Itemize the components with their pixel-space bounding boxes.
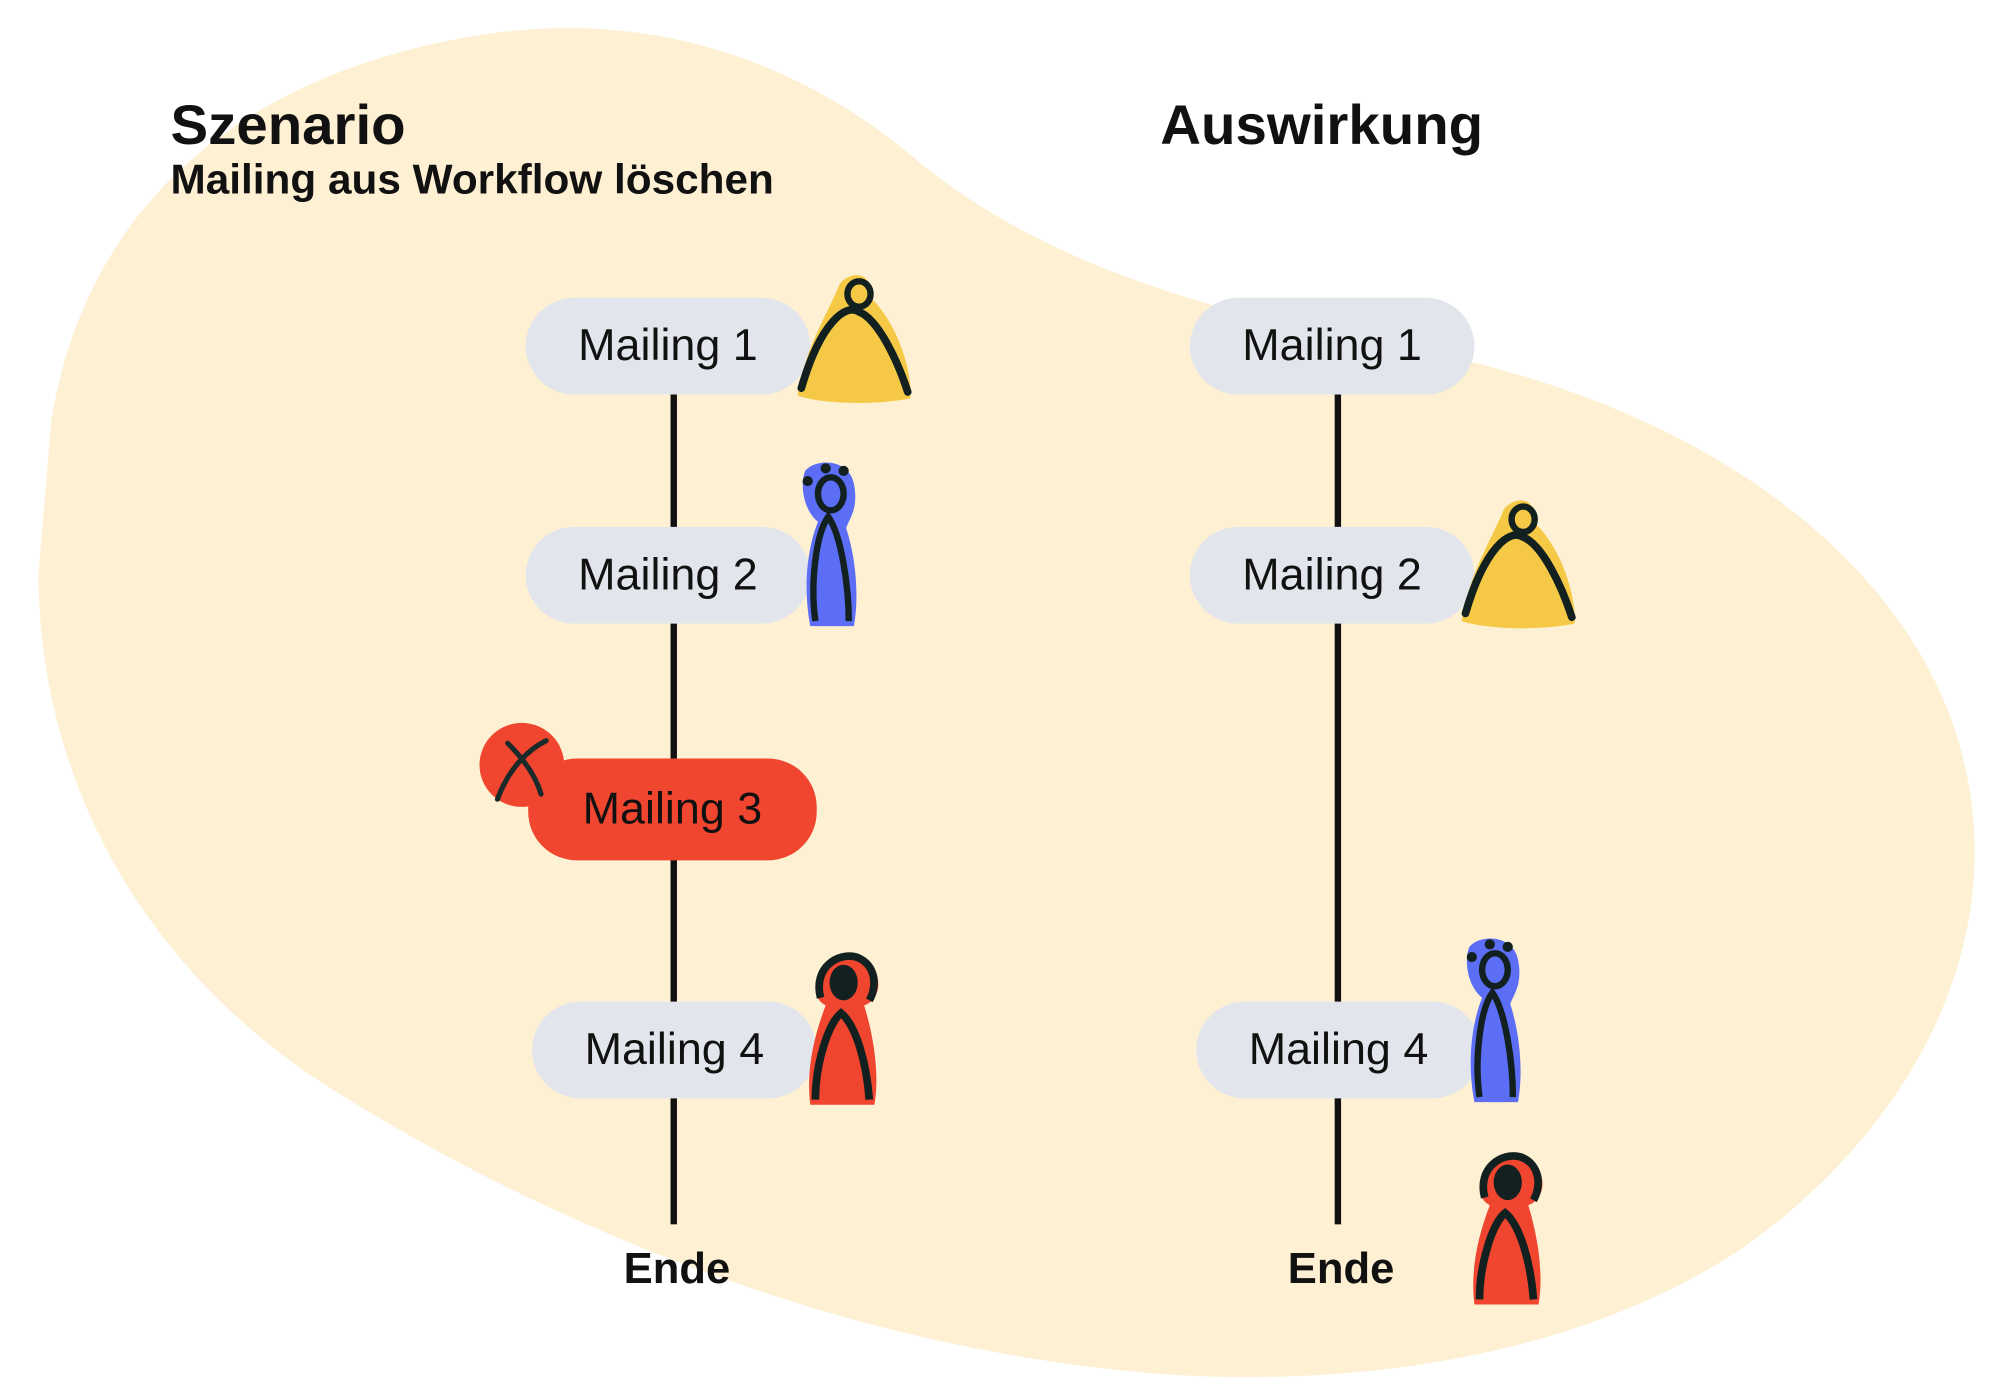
right-mailing-2: Mailing 2 <box>1189 526 1475 624</box>
right-mailing-1: Mailing 1 <box>1189 297 1475 395</box>
blue-person-icon <box>802 462 857 627</box>
left-end-label: Ende <box>623 1244 731 1294</box>
scenario-title: Szenario <box>170 94 406 157</box>
right-mailing-4: Mailing 4 <box>1196 1001 1481 1099</box>
yellow-person-icon <box>1461 500 1576 629</box>
yellow-person-icon <box>797 275 912 403</box>
left-mailing-1: Mailing 1 <box>525 297 811 395</box>
left-mailing-3-deleted: Mailing 3 <box>528 758 817 861</box>
blue-person-icon <box>1466 938 1521 1103</box>
right-flow-line <box>1334 381 1342 1225</box>
delete-x-icon <box>479 722 565 807</box>
red-person-icon <box>809 952 879 1105</box>
left-mailing-2: Mailing 2 <box>525 526 811 624</box>
scenario-subtitle: Mailing aus Workflow löschen <box>170 155 774 203</box>
red-person-icon <box>1473 1152 1543 1305</box>
right-end-label: Ende <box>1287 1244 1395 1294</box>
left-mailing-4: Mailing 4 <box>532 1001 817 1099</box>
impact-title: Auswirkung <box>1160 94 1484 157</box>
